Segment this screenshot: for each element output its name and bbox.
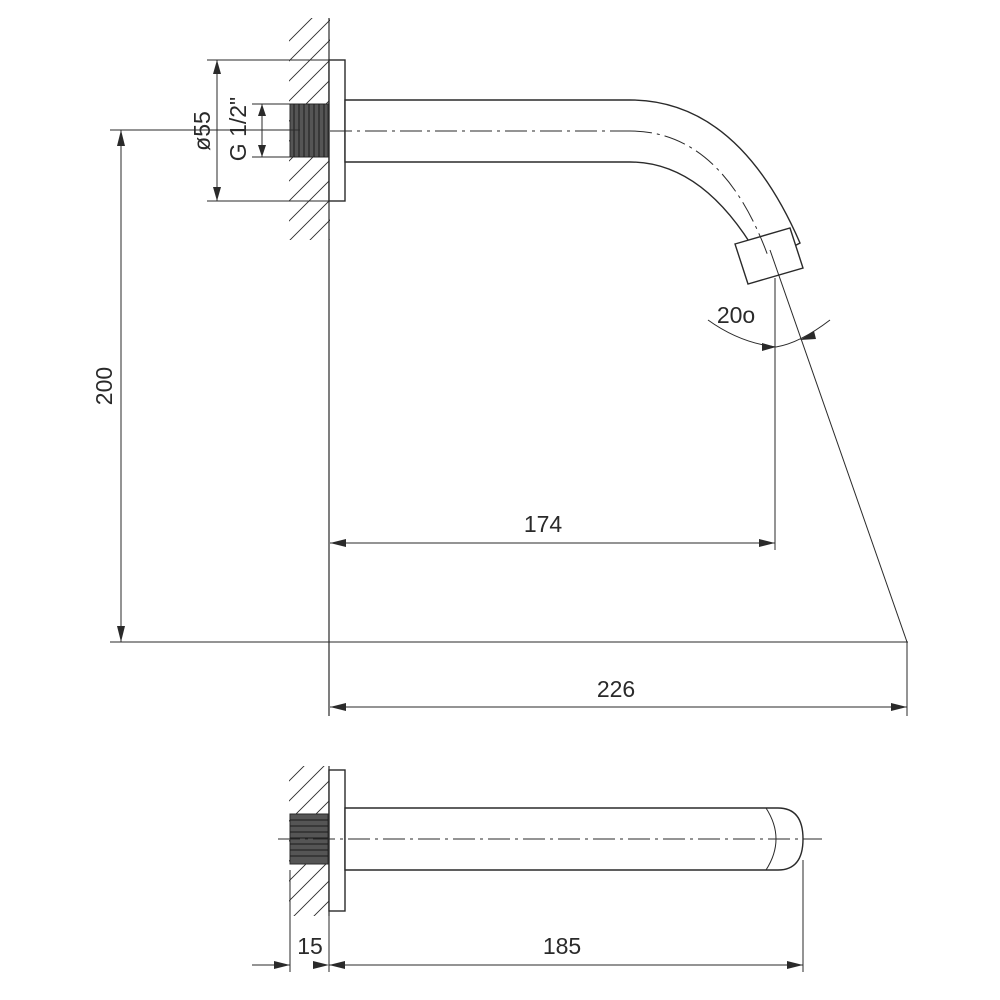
dim-angle: 20o xyxy=(707,302,831,351)
spout-pipe xyxy=(344,99,801,264)
dim-length: 185 xyxy=(328,860,804,972)
dim-thread: G 1/2" xyxy=(225,97,292,161)
dim-reach-outlet-label: 174 xyxy=(524,511,563,537)
bend-centerline xyxy=(629,130,769,257)
dim-flange: 15 xyxy=(252,870,329,972)
dim-flange-label: 15 xyxy=(297,933,323,959)
dim-thread-label: G 1/2" xyxy=(225,97,251,161)
dim-height-label: 200 xyxy=(91,367,117,405)
top-view: 15 185 xyxy=(252,766,822,972)
dim-height: 200 xyxy=(91,129,908,643)
dim-angle-label: 20o xyxy=(717,302,755,328)
dim-diameter: ø55 xyxy=(189,59,330,202)
dim-length-label: 185 xyxy=(543,933,581,959)
spout-outlet xyxy=(734,227,804,285)
dim-diameter-label: ø55 xyxy=(189,111,215,151)
dim-reach-outlet: 174 xyxy=(330,511,775,547)
flow-line xyxy=(769,249,908,643)
dim-reach-total: 226 xyxy=(330,642,908,716)
side-view: ø55 G 1/2" 200 174 xyxy=(91,18,908,716)
dim-reach-total-label: 226 xyxy=(597,676,635,702)
wall-flange-bottom xyxy=(328,769,346,912)
